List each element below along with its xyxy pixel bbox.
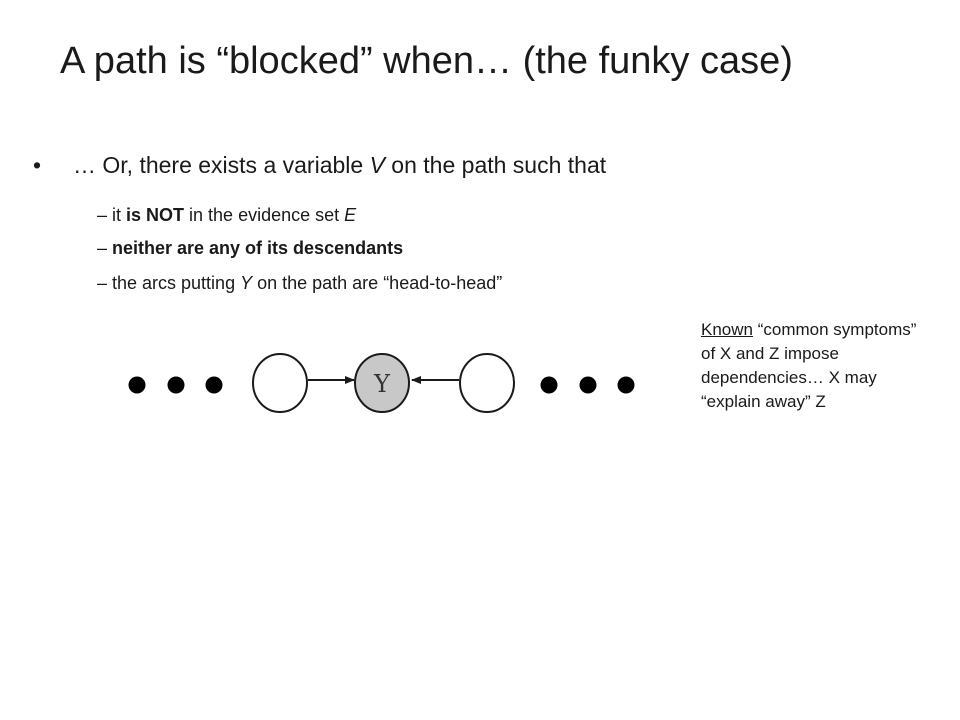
subitem-text: the arcs putting [112, 273, 241, 293]
subitem-text: in the evidence set [184, 205, 345, 225]
ellipsis-dot-right-3 [617, 376, 635, 394]
right-node [459, 353, 515, 413]
side-note-known: Known [701, 320, 753, 339]
ellipsis-dot-left-1 [128, 376, 146, 394]
side-note-text: “common symptoms” of X and Z impose depe… [701, 320, 917, 411]
left-node [252, 353, 308, 413]
bullet-variable: V [369, 152, 385, 178]
y-node [354, 353, 410, 413]
ellipsis-dot-left-2 [167, 376, 185, 394]
subitem-italic: Y [240, 273, 253, 293]
y-node-label: Y [373, 370, 391, 398]
main-bullet: • … Or, there exists a variable V on the … [33, 152, 606, 179]
bullet-suffix: on the path such that [384, 152, 607, 178]
bullet-prefix: … Or, there exists a variable [73, 152, 370, 178]
subitem-text: on the path are “head-to-head” [252, 273, 503, 293]
subitem-not-in-evidence: –it is NOT in the evidence set E [97, 205, 356, 226]
side-note: Known “common symptoms” of X and Z impos… [701, 318, 921, 414]
subitem-bold: neither are any of its descendants [112, 238, 404, 258]
ellipsis-dot-right-1 [540, 376, 558, 394]
slide-title: A path is “blocked” when… (the funky cas… [60, 40, 793, 82]
subitem-bold: is NOT [126, 205, 185, 225]
subitem-italic: E [344, 205, 357, 225]
subitem-dash: – [97, 238, 108, 258]
subitem-head-to-head: –the arcs putting Y on the path are “hea… [97, 273, 502, 294]
ellipsis-dot-left-3 [205, 376, 223, 394]
subitem-dash: – [97, 273, 108, 293]
bullet-marker: • [33, 152, 42, 178]
subitem-no-descendants: –neither are any of its descendants [97, 238, 403, 259]
subitem-dash: – [97, 205, 108, 225]
ellipsis-dot-right-2 [579, 376, 597, 394]
subitem-text: it [112, 205, 127, 225]
